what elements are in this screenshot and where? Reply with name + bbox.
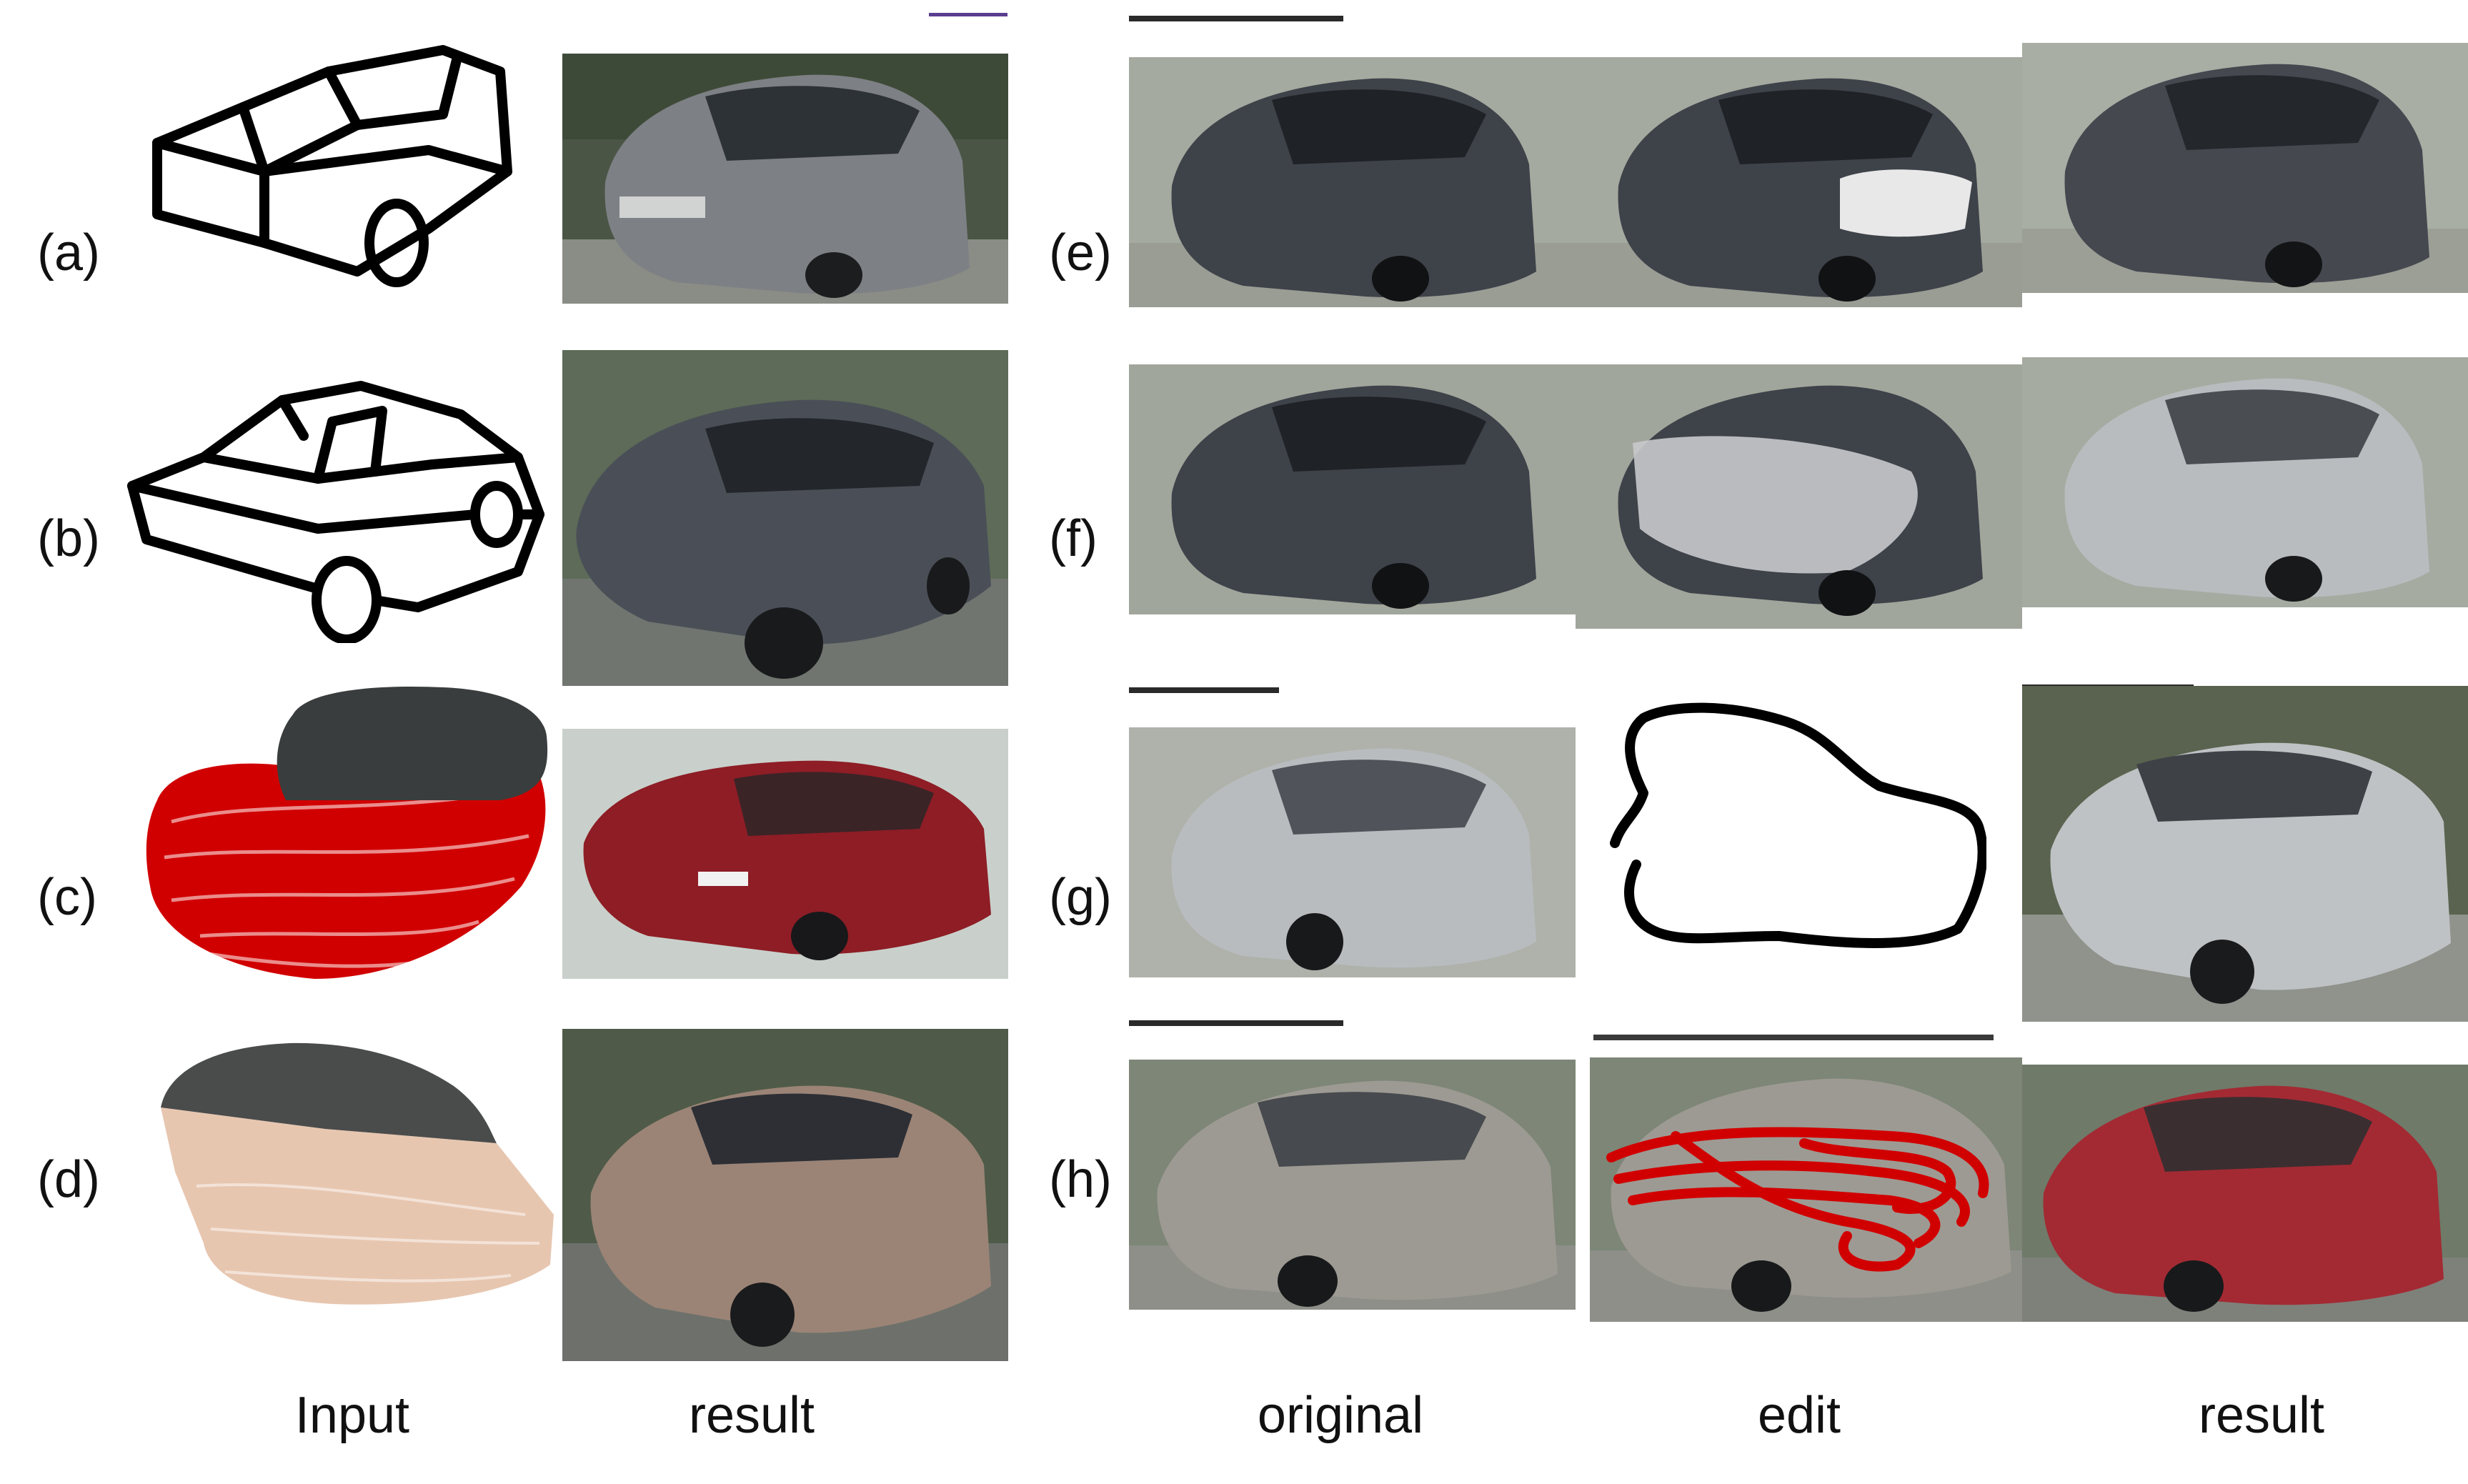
artifact-line (1129, 16, 1343, 21)
sketch-c (143, 679, 557, 986)
result-photo-c (562, 729, 1008, 979)
edit-photo-f (1576, 364, 2022, 629)
result-photo-b (562, 350, 1008, 686)
row-label-h: (h) (1049, 1151, 1112, 1208)
column-label-edit: edit (1757, 1387, 1841, 1444)
sketch-d (154, 1029, 568, 1329)
original-photo-f (1129, 364, 1576, 614)
result-photo-g (2022, 686, 2468, 1022)
result-photo-a (562, 54, 1008, 304)
artifact-line (1593, 1035, 1994, 1040)
original-photo-g (1129, 727, 1576, 977)
row-label-d: (d) (37, 1151, 100, 1208)
column-label-original: original (1257, 1387, 1424, 1444)
edit-photo-e (1576, 57, 2022, 307)
column-label-input: Input (294, 1387, 410, 1444)
artifact-line (1129, 1020, 1343, 1026)
result-photo-e (2022, 43, 2468, 293)
row-label-e: (e) (1049, 224, 1112, 282)
original-photo-e (1129, 57, 1576, 307)
edit-photo-h (1590, 1057, 2022, 1322)
sketch-b (118, 372, 561, 643)
row-label-a: (a) (37, 224, 100, 282)
artifact-line (1129, 687, 1279, 693)
column-label-result-right: result (2198, 1387, 2325, 1444)
column-label-result-left: result (688, 1387, 815, 1444)
edit-sketch-g (1601, 693, 1986, 965)
result-photo-d (562, 1029, 1008, 1361)
original-photo-h (1129, 1060, 1576, 1310)
sketch-a (143, 29, 529, 300)
row-label-g: (g) (1049, 869, 1112, 926)
row-label-b: (b) (37, 510, 100, 567)
result-photo-f (2022, 357, 2468, 607)
artifact-line (929, 13, 1007, 16)
row-label-c: (c) (37, 869, 97, 926)
row-label-f: (f) (1049, 510, 1098, 567)
result-photo-h (2022, 1065, 2468, 1322)
